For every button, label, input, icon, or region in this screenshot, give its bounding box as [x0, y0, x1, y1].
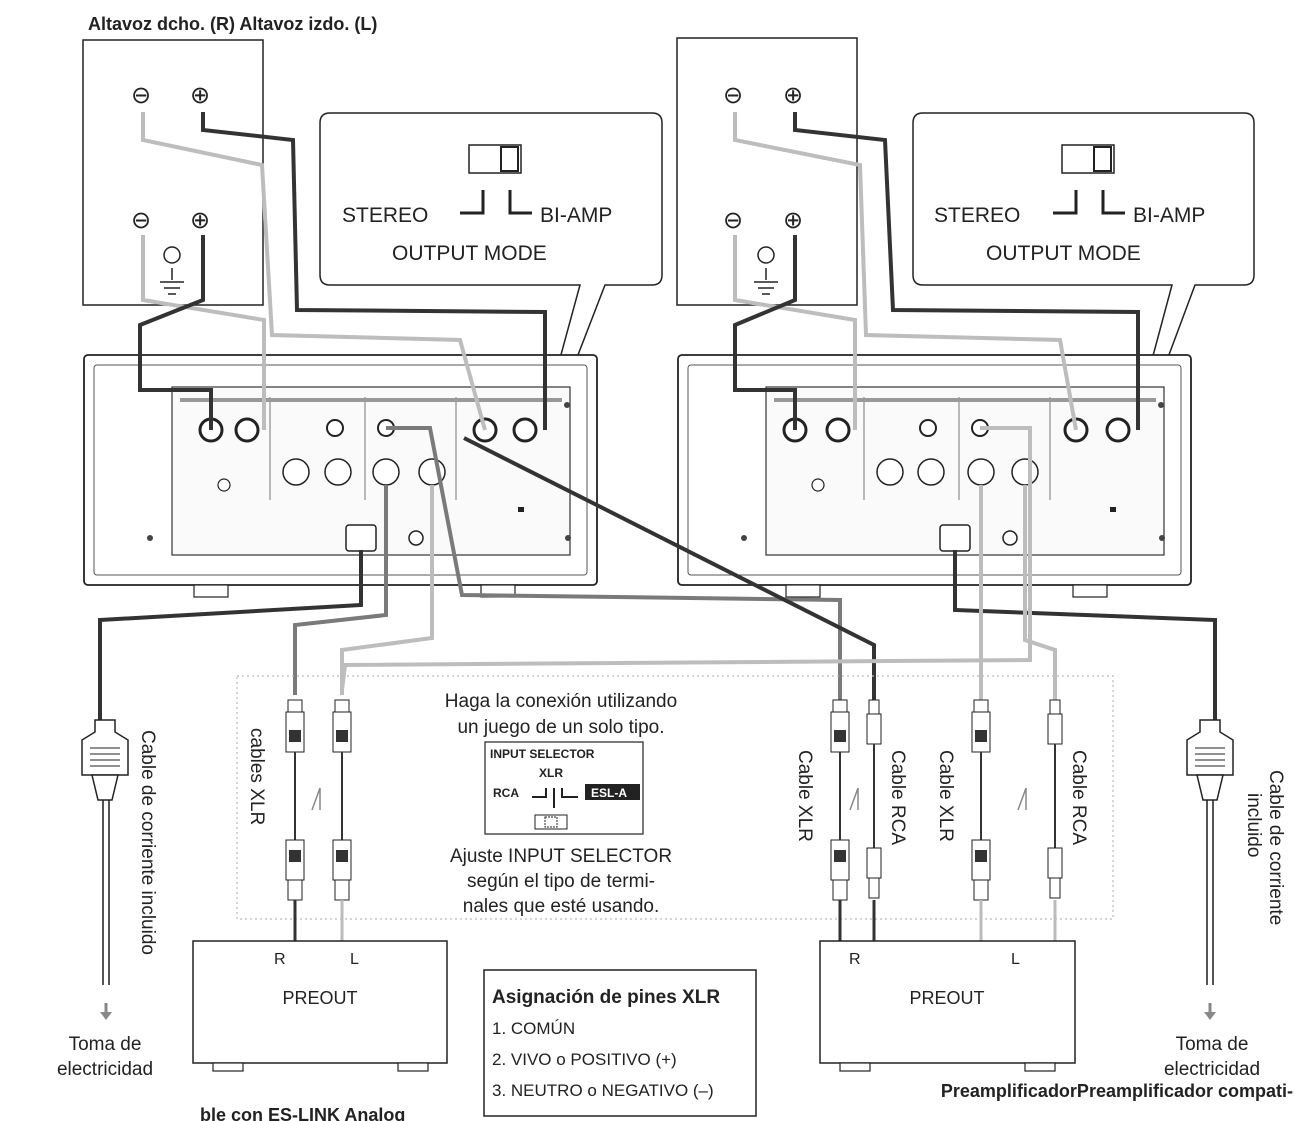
output-mode-title: OUTPUT MODE	[986, 242, 1141, 265]
terminal-plus-icon: ⊕	[783, 82, 803, 109]
power-cable-left-label: Cable de corriente incluido	[137, 730, 158, 955]
cables-xlr-label: cables XLR	[246, 728, 267, 825]
arrow-down-icon	[100, 1003, 112, 1020]
input-selector-title: INPUT SELECTOR	[490, 747, 595, 761]
preout-label: PREOUT	[282, 988, 357, 1008]
preamp-right: R L PREOUT	[819, 940, 1076, 1072]
xlr-plug-icon	[285, 699, 305, 901]
speaker-cables	[138, 112, 1140, 431]
output-mode-callout-right: STEREO BI-AMP OUTPUT MODE	[912, 112, 1255, 506]
power-inlet	[345, 524, 377, 552]
preamp-caption-top: PreamplificadorPreamplificador compati-	[941, 1081, 1293, 1101]
switch-icon	[534, 814, 568, 830]
power-cables	[98, 550, 1217, 985]
xlr-plug-icon	[971, 699, 991, 901]
cable-xlr-label: Cable XLR	[935, 750, 956, 842]
cable-rca-label: Cable RCA	[887, 750, 908, 845]
speakers-title: Altavoz dcho. (R) Altavoz izdo. (L)	[88, 14, 377, 34]
output-mode-stereo-label: STEREO	[934, 204, 1020, 227]
pin-title: Asignación de pines XLR	[492, 987, 720, 1008]
preout-cables	[293, 900, 1057, 945]
preout-channel-l: L	[1011, 951, 1020, 968]
output-mode-title: OUTPUT MODE	[392, 242, 547, 265]
preout-channel-r: R	[274, 951, 286, 968]
power-inlet	[939, 524, 971, 552]
arrow-down-icon	[1204, 1003, 1216, 1020]
input-selector-panel: INPUT SELECTOR XLR RCA ESL-A	[484, 741, 644, 835]
speaker-left: ⊖ ⊕ ⊖ ⊕	[676, 37, 858, 306]
terminal-minus-icon: ⊖	[131, 82, 151, 109]
output-mode-stereo-label: STEREO	[342, 204, 428, 227]
outlet-left-line1: Toma de	[69, 1034, 142, 1055]
input-selector-rca: RCA	[493, 786, 519, 800]
connection-note-line1: Haga la conexión utilizando	[445, 691, 677, 712]
pin-2: 2. VIVO o POSITIVO (+)	[492, 1050, 677, 1069]
outlet-right-line1: Toma de	[1176, 1034, 1249, 1055]
xlr-plug-icon	[830, 699, 850, 901]
preout-label: PREOUT	[909, 988, 984, 1008]
input-cables	[293, 426, 1057, 700]
adjust-line1: Ajuste INPUT SELECTOR	[450, 846, 672, 867]
preout-channel-l: L	[350, 951, 359, 968]
outlet-left-line2: electricidad	[57, 1059, 153, 1080]
terminal-minus-icon: ⊖	[723, 82, 743, 109]
output-mode-callout-left: STEREO BI-AMP OUTPUT MODE	[319, 112, 663, 506]
preout-channel-r: R	[849, 951, 861, 968]
ground-icon	[754, 246, 778, 295]
terminal-plus-icon: ⊕	[190, 207, 210, 234]
pin-1: 1. COMÚN	[492, 1019, 575, 1038]
cable-options-area	[236, 675, 1114, 920]
terminal-plus-icon: ⊕	[190, 82, 210, 109]
power-cable-right-line2: incluido	[1243, 793, 1264, 857]
preamp-left: R L PREOUT	[192, 940, 448, 1072]
power-cable-right-line1: Cable de corriente	[1265, 770, 1286, 925]
ground-icon	[160, 246, 184, 295]
rca-plug-icon	[866, 699, 882, 899]
xlr-pin-assignment: Asignación de pines XLR 1. COMÚN 2. VIVO…	[483, 969, 757, 1117]
connection-note-line2: un juego de un solo tipo.	[457, 717, 664, 738]
cable-xlr-label: Cable XLR	[794, 750, 815, 842]
terminal-plus-icon: ⊕	[783, 207, 803, 234]
adjust-line3: nales que esté usando.	[463, 896, 660, 917]
power-plug-icon	[81, 719, 129, 801]
outlet-right-line2: electricidad	[1164, 1059, 1260, 1080]
xlr-plug-icon	[332, 699, 352, 901]
terminal-minus-icon: ⊖	[131, 207, 151, 234]
pin-3: 3. NEUTRO o NEGATIVO (–)	[492, 1081, 714, 1100]
power-plug-icon	[1186, 719, 1234, 801]
cable-rca-label: Cable RCA	[1068, 750, 1089, 845]
rca-plug-icon	[1047, 699, 1063, 899]
terminal-minus-icon: ⊖	[723, 207, 743, 234]
input-selector-xlr: XLR	[539, 766, 563, 780]
input-selector-esla: ESL-A	[591, 786, 627, 800]
speaker-right: ⊖ ⊕ ⊖ ⊕	[82, 39, 264, 306]
output-mode-biamp-label: BI-AMP	[540, 204, 612, 227]
preamp-caption-bottom: ble con ES-LINK Analog	[200, 1105, 405, 1121]
adjust-line2: según el tipo de termi-	[467, 871, 655, 892]
output-mode-biamp-label: BI-AMP	[1133, 204, 1205, 227]
amplifier-right	[677, 354, 1192, 598]
